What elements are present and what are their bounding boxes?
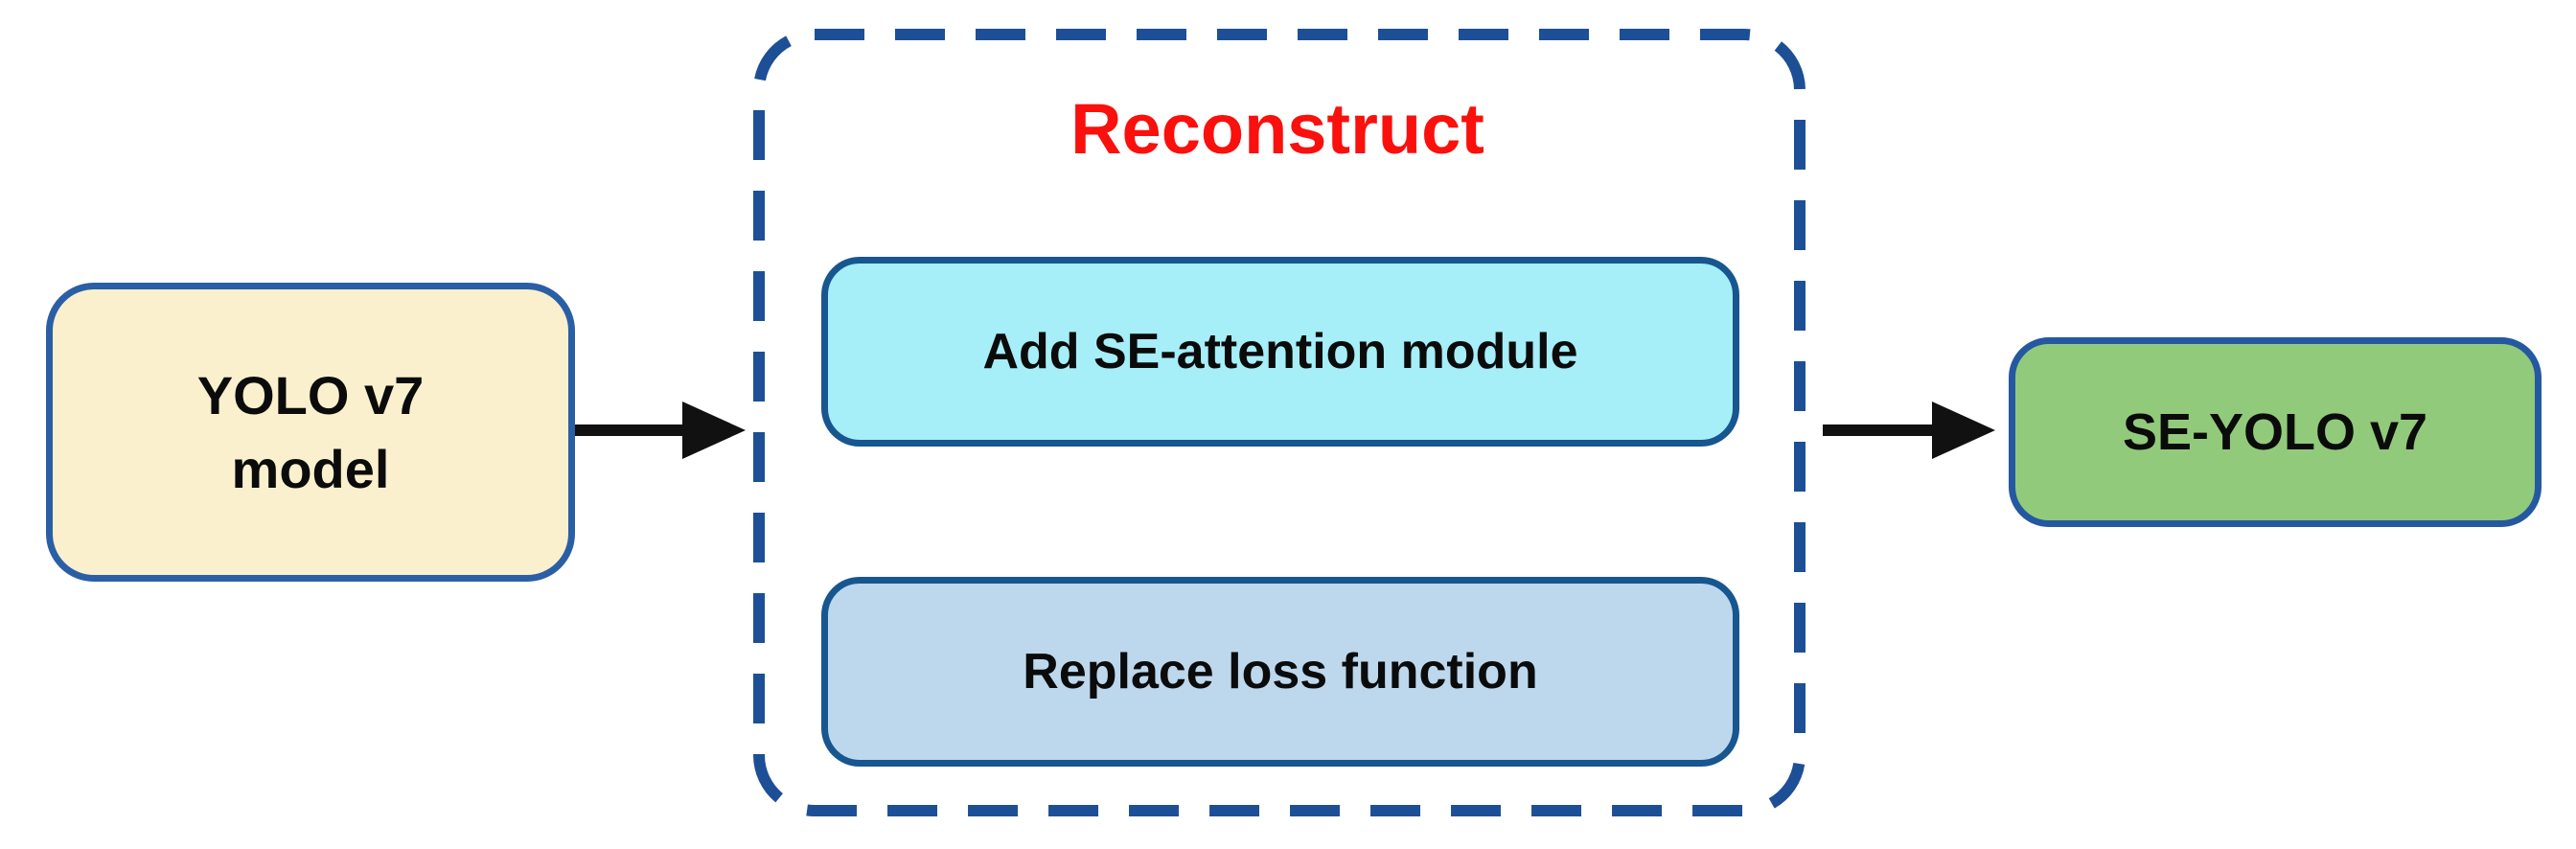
arrow-input-to-reconstruct-icon	[575, 402, 746, 459]
output-node-label: SE-YOLO v7	[2122, 403, 2428, 461]
arrow-reconstruct-to-output-icon	[1823, 402, 1995, 459]
input-node-label: YOLO v7 model	[196, 364, 425, 499]
output-node-se-yolo-v7: SE-YOLO v7	[2009, 337, 2542, 527]
step-node-replace-loss-function: Replace loss function	[821, 577, 1739, 767]
step2-node-label: Replace loss function	[1023, 644, 1538, 700]
step1-node-label: Add SE-attention module	[982, 324, 1578, 379]
reconstruct-group-title: Reconstruct	[1070, 89, 1484, 169]
step-node-add-se-attention: Add SE-attention module	[821, 257, 1739, 447]
input-node-yolo-v7-model: YOLO v7 model	[46, 283, 575, 582]
